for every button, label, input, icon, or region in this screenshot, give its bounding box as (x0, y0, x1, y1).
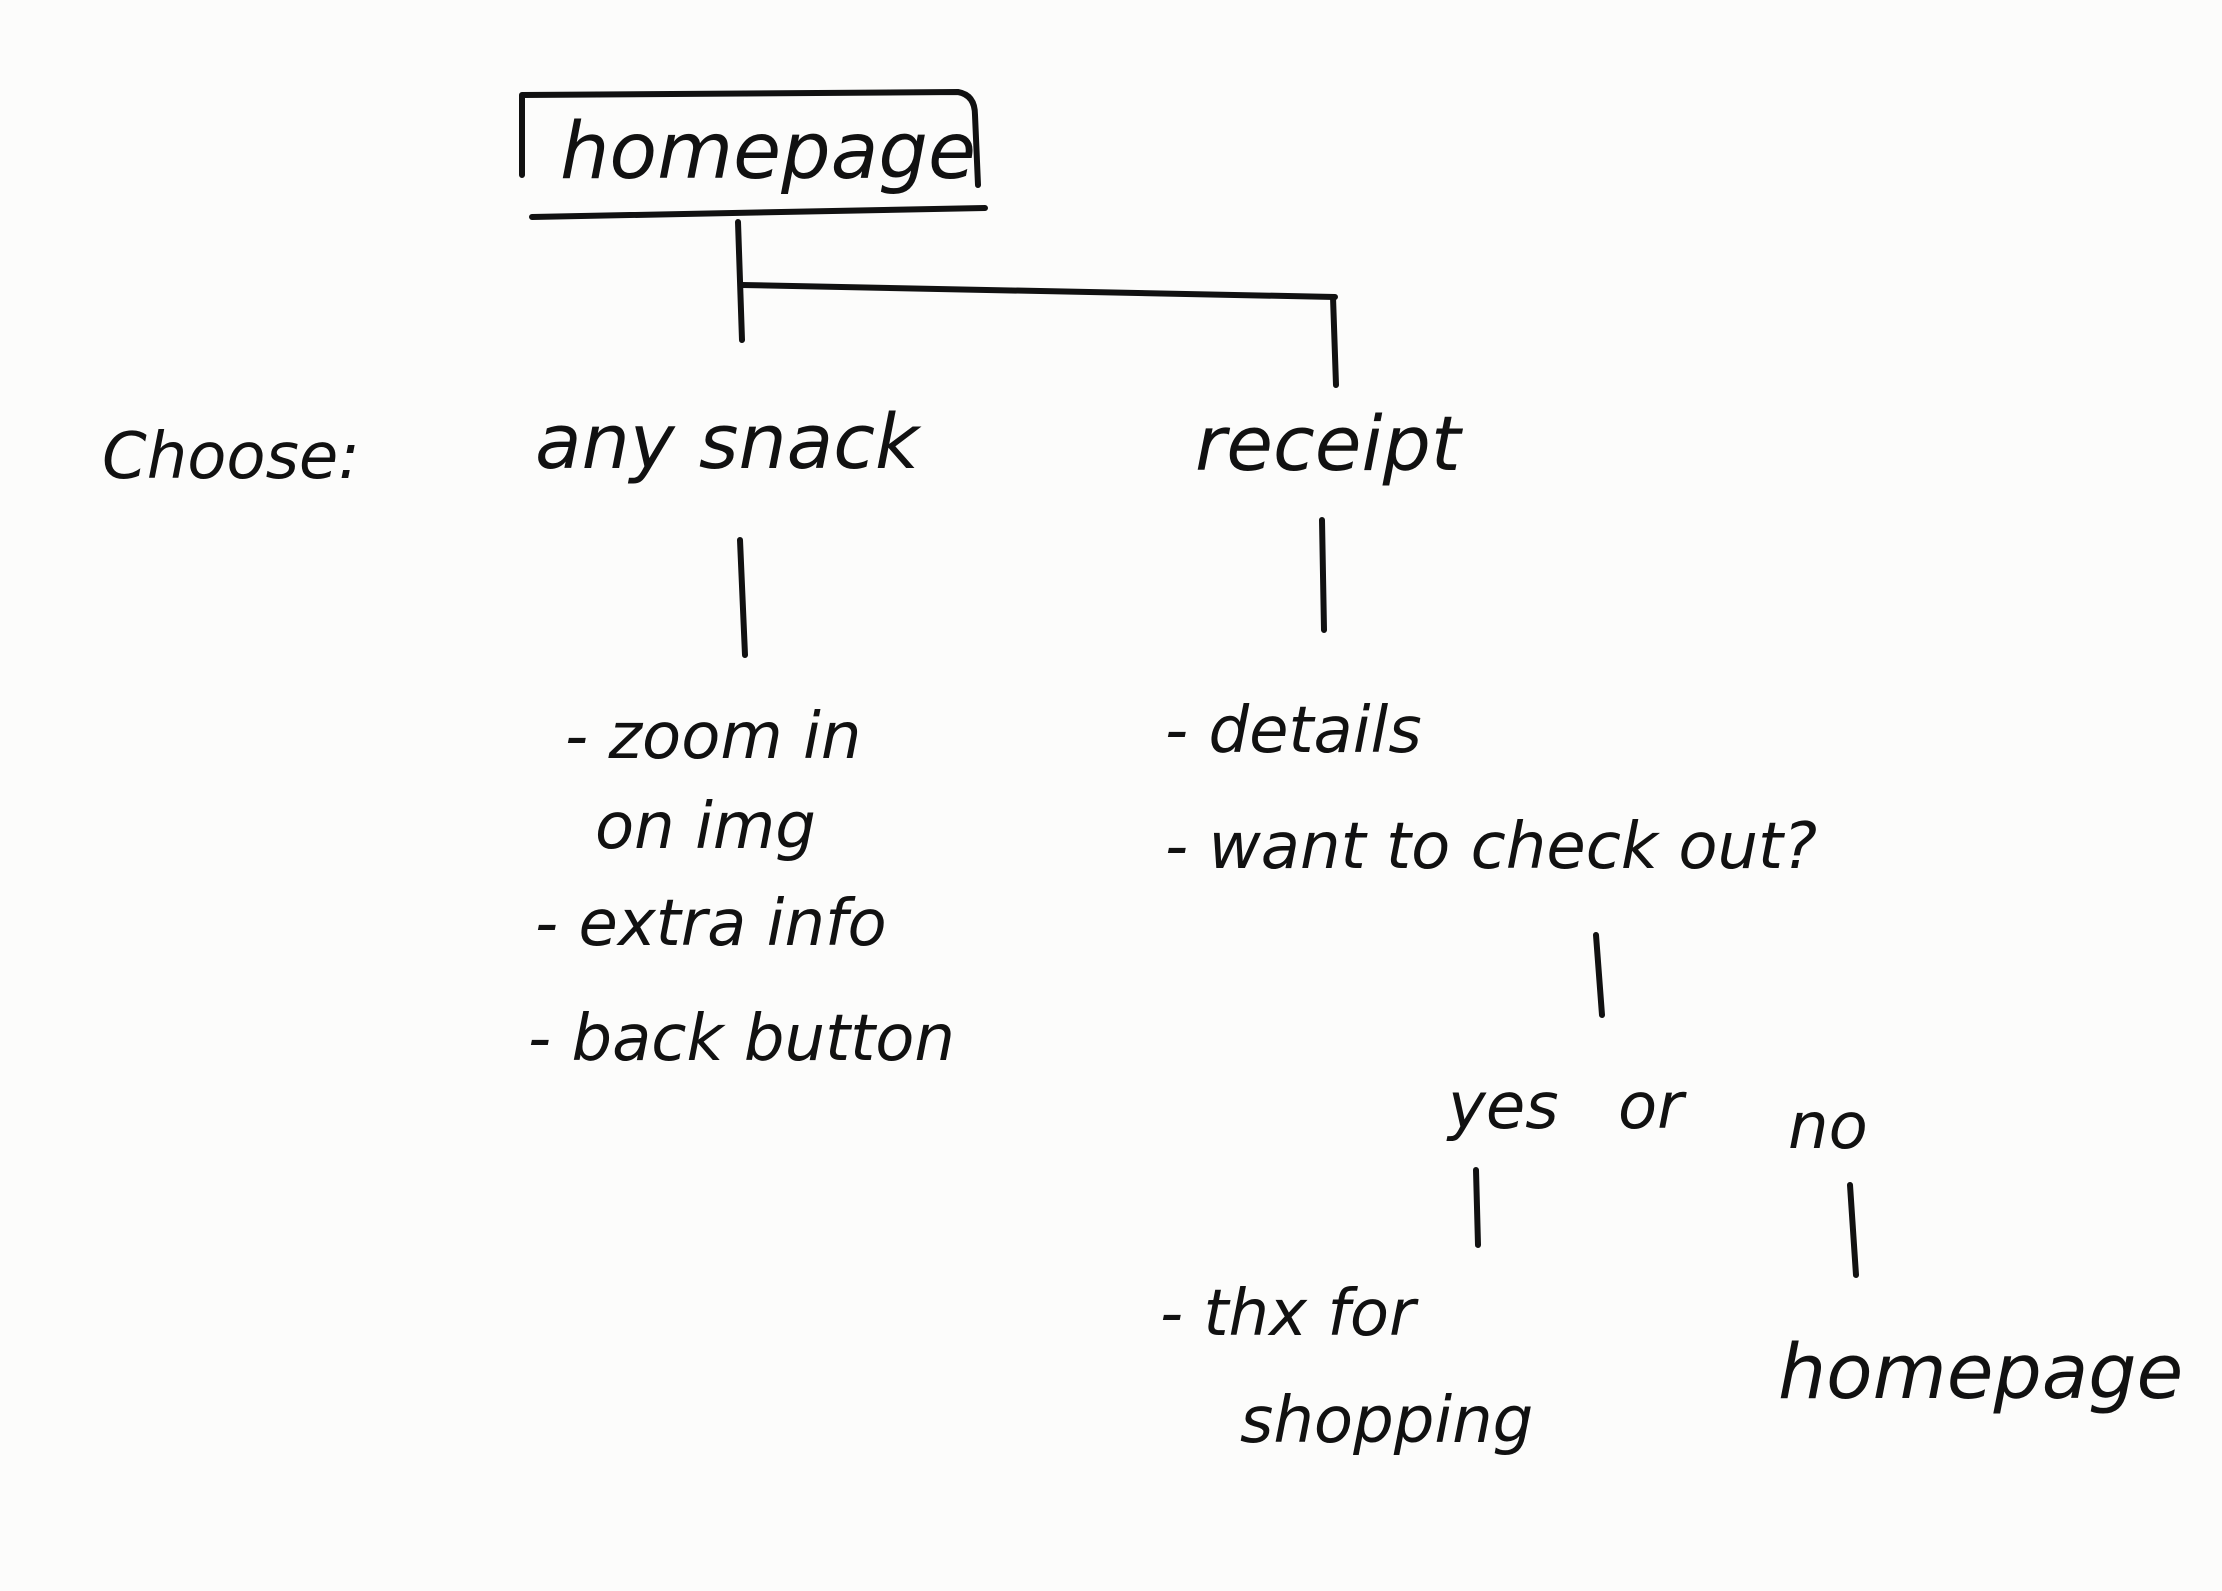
connector-yes-down (1473, 1167, 1481, 1248)
no-result-homepage: homepage (1778, 1327, 2183, 1416)
branch-title-receipt: receipt (1195, 399, 1464, 488)
connector-snack-down (737, 537, 748, 658)
branch-receipt: receipt - details - want to check out? y… (1160, 399, 2183, 1458)
branch-any-snack: any snack - zoom in on img - extra info … (528, 397, 955, 1076)
connector-root-down (735, 219, 745, 343)
snack-item-zoom: - zoom in (565, 700, 861, 774)
receipt-item-details: - details (1165, 694, 1422, 768)
choose-label: Choose: (102, 420, 360, 494)
receipt-item-checkout: - want to check out? (1165, 810, 1817, 884)
snack-item-extra-info: - extra info (535, 887, 887, 961)
branch-title-any-snack: any snack (535, 397, 922, 486)
connector-root-right (739, 282, 1338, 300)
connector-receipt-items (1319, 517, 1327, 633)
snack-item-back-button: - back button (528, 1002, 955, 1076)
connector-receipt-down (1330, 294, 1339, 388)
root-node: homepage (519, 89, 988, 220)
snack-item-img: on img (595, 790, 816, 864)
decision-no: no (1788, 1090, 1868, 1164)
root-box-outline (519, 89, 988, 220)
decision-yes: yes (1446, 1070, 1559, 1144)
yes-result-line1: - thx for (1160, 1277, 1419, 1351)
root-label: homepage (560, 107, 976, 197)
yes-result-line2: shopping (1240, 1384, 1533, 1458)
connector-checkout-down (1593, 932, 1605, 1018)
decision-or: or (1618, 1070, 1687, 1144)
connector-no-down (1847, 1182, 1859, 1278)
